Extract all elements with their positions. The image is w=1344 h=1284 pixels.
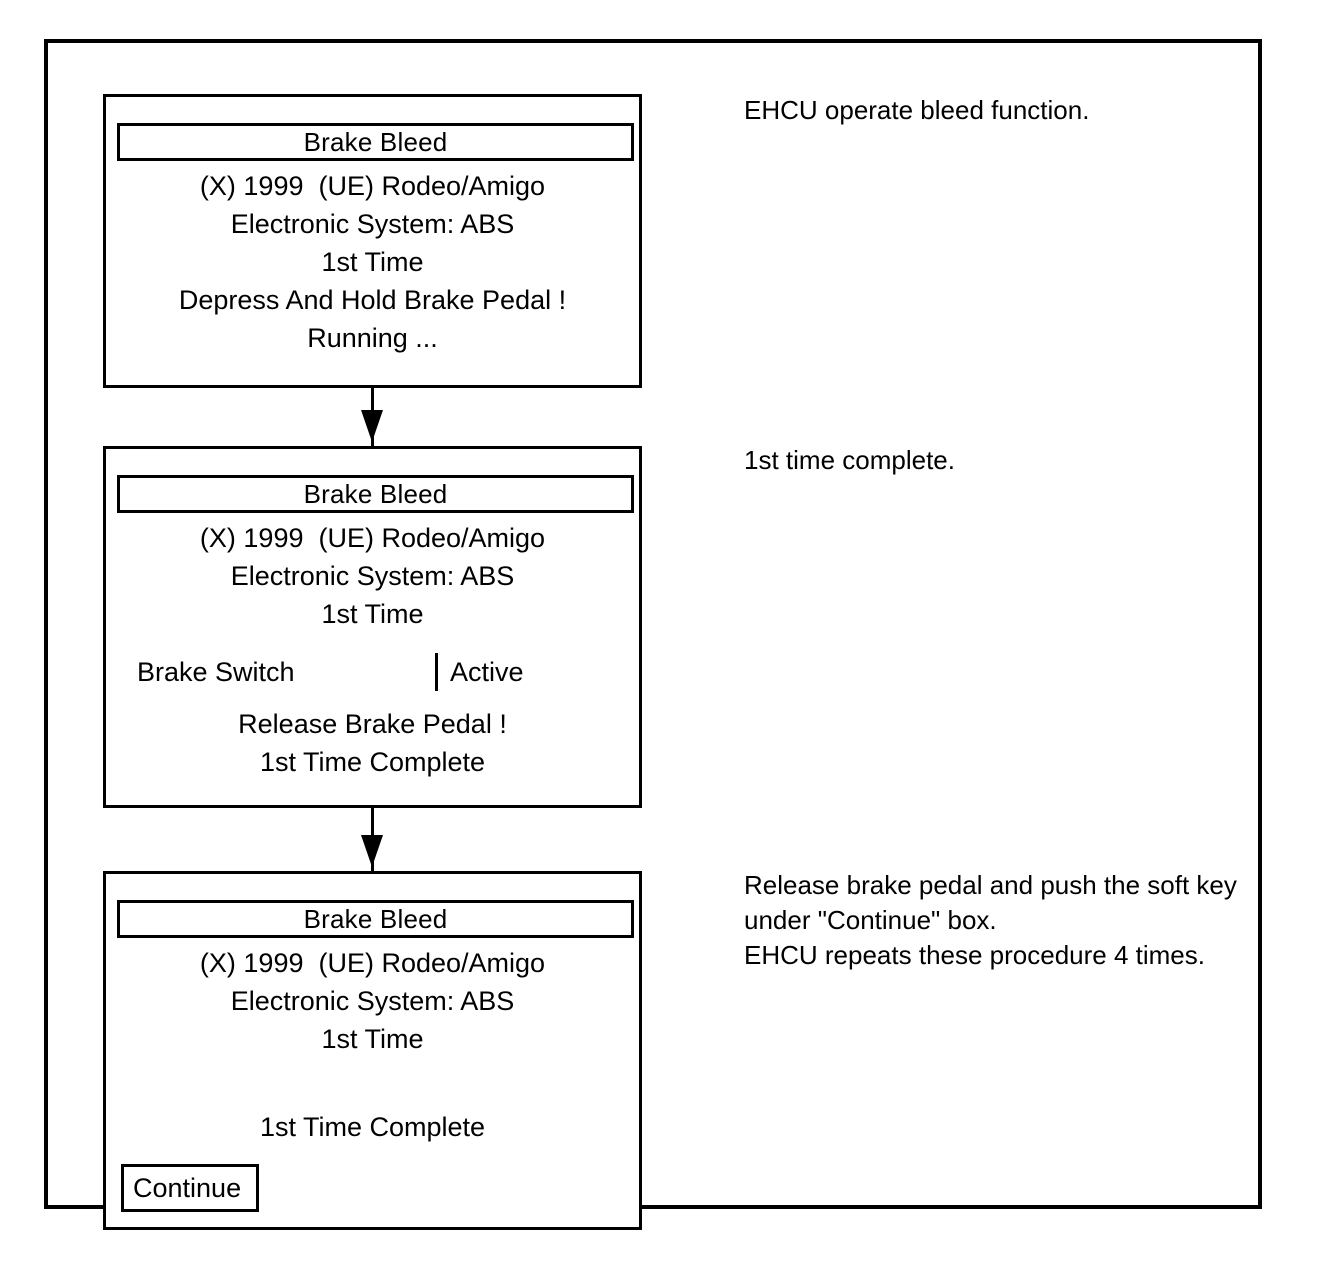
arrow-down-icon	[361, 808, 383, 871]
screen-line-system-3: Electronic System: ABS	[230, 986, 515, 1016]
annotation-step-3: Release brake pedal and push the soft ke…	[744, 870, 1237, 970]
screen-title-3: Brake Bleed	[303, 904, 448, 934]
scan-tool-screen-2: Brake Bleed (X) 1999 (UE) Rodeo/Amigo El…	[103, 446, 642, 808]
annotation-step-2: 1st time complete.	[744, 445, 955, 475]
screen-line-vehicle-2: (X) 1999 (UE) Rodeo/Amigo	[199, 523, 546, 553]
scan-tool-screen-3: Brake Bleed (X) 1999 (UE) Rodeo/Amigo El…	[103, 871, 642, 1230]
data-row-brake-switch: Brake Switch Active	[106, 651, 639, 693]
data-row-label: Brake Switch	[137, 657, 295, 687]
screen-line-system-2: Electronic System: ABS	[230, 561, 515, 591]
arrow-head	[361, 835, 383, 867]
screen-titlebar-1: Brake Bleed	[117, 123, 634, 161]
screen-line-iteration-1: 1st Time	[321, 247, 424, 277]
screen-line-instruction-2: Release Brake Pedal !	[238, 709, 507, 739]
continue-button-label: Continue	[133, 1172, 242, 1203]
screen-line-vehicle-1: (X) 1999 (UE) Rodeo/Amigo	[199, 171, 546, 201]
screen-body-1: (X) 1999 (UE) Rodeo/Amigo Electronic Sys…	[106, 167, 639, 357]
annotation-step-1: EHCU operate bleed function.	[744, 95, 1090, 125]
screen-titlebar-3: Brake Bleed	[117, 900, 634, 938]
data-row-separator	[435, 653, 438, 691]
continue-button[interactable]: Continue	[121, 1164, 259, 1212]
screen-line-status-3: 1st Time Complete	[259, 1112, 486, 1142]
screen-line-system-1: Electronic System: ABS	[230, 209, 515, 239]
screen-line-iteration-3: 1st Time	[321, 1024, 424, 1054]
figure-border: Brake Bleed (X) 1999 (UE) Rodeo/Amigo El…	[44, 39, 1262, 1230]
scan-tool-screen-1: Brake Bleed (X) 1999 (UE) Rodeo/Amigo El…	[103, 94, 642, 388]
screen-line-status-2: 1st Time Complete	[259, 747, 486, 777]
screen-title-1: Brake Bleed	[303, 127, 448, 157]
screen-body-2: (X) 1999 (UE) Rodeo/Amigo Electronic Sys…	[106, 519, 639, 781]
screen-title-2: Brake Bleed	[303, 479, 448, 509]
screen-line-iteration-2: 1st Time	[321, 599, 424, 629]
screen-line-vehicle-3: (X) 1999 (UE) Rodeo/Amigo	[199, 948, 546, 978]
arrow-down-icon	[361, 388, 383, 446]
data-row-value: Active	[450, 657, 524, 687]
arrow-head	[361, 410, 383, 442]
screen-line-instruction-1: Depress And Hold Brake Pedal !	[178, 285, 567, 315]
screen-titlebar-2: Brake Bleed	[117, 475, 634, 513]
screen-line-status-1: Running ...	[307, 323, 438, 353]
screen-body-3: (X) 1999 (UE) Rodeo/Amigo Electronic Sys…	[106, 944, 639, 1146]
